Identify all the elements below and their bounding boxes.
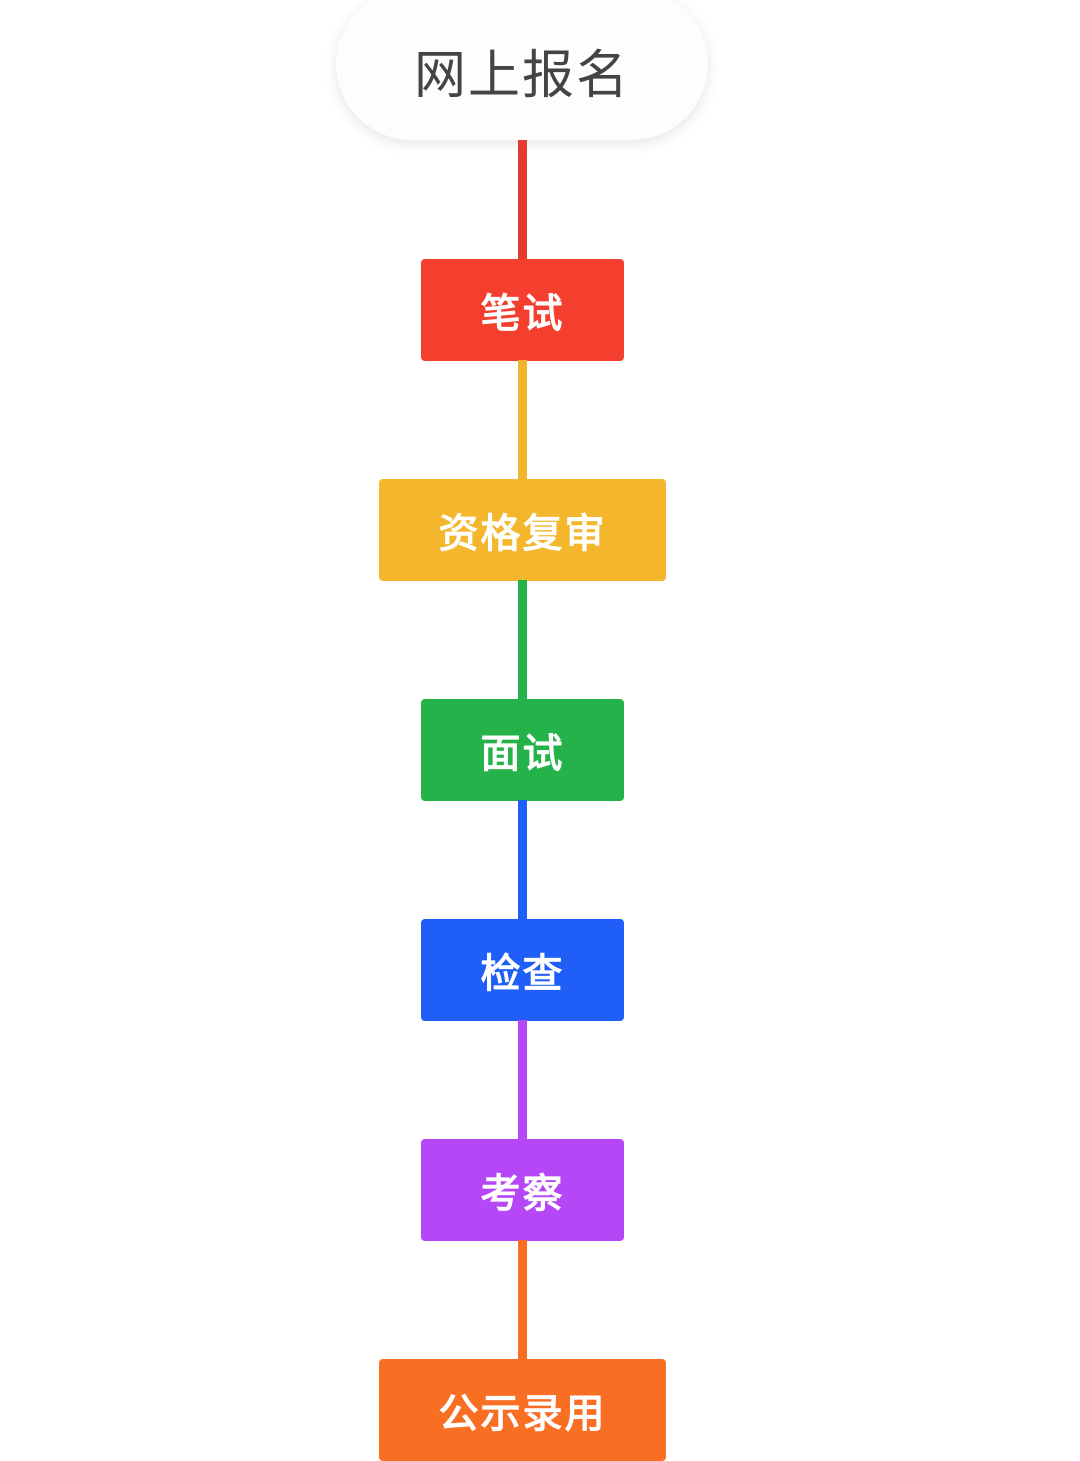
connector-line (518, 580, 527, 700)
step-label: 公示录用 (438, 1391, 607, 1437)
connector-line (518, 1240, 527, 1360)
step-label: 考察 (480, 1171, 565, 1217)
step-interview: 面试 (421, 699, 624, 801)
connector-line (518, 140, 527, 260)
start-node-online-registration: 网上报名 (336, 0, 708, 140)
connector-line (518, 1020, 527, 1140)
step-label: 笔试 (480, 291, 565, 337)
step-publicity-hiring: 公示录用 (379, 1359, 666, 1461)
connector-line (518, 360, 527, 480)
connector-line (518, 800, 527, 920)
step-label: 资格复审 (438, 511, 607, 557)
start-node-label: 网上报名 (413, 45, 630, 106)
step-written-exam: 笔试 (421, 259, 624, 361)
step-label: 面试 (480, 731, 565, 777)
step-inspection: 考察 (421, 1139, 624, 1241)
step-qualification-review: 资格复审 (379, 479, 666, 581)
step-physical-check: 检查 (421, 919, 624, 1021)
step-label: 检查 (480, 951, 565, 997)
